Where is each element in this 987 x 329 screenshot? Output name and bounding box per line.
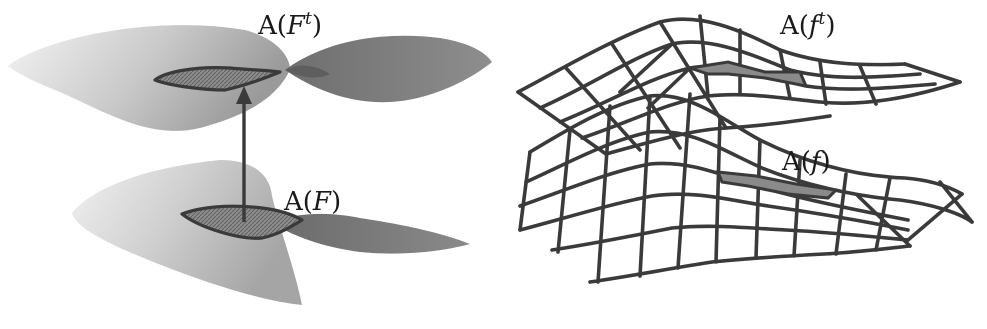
top-surface-dark-lobe bbox=[285, 35, 492, 103]
patch-A-f bbox=[715, 170, 840, 200]
label-A-F: A(F) bbox=[283, 187, 341, 217]
label-A-Ft: A(Ft) bbox=[257, 9, 322, 41]
label-A-f: A(f) bbox=[781, 147, 831, 177]
top-surface-dark-tail bbox=[285, 65, 330, 78]
label-A-ft: A(ft) bbox=[779, 9, 836, 41]
arrow-head-icon bbox=[236, 86, 252, 104]
mapping-arrow bbox=[236, 86, 252, 222]
right-panel: A(ft) A(f) bbox=[516, 9, 974, 284]
bottom-surface-dark-lobe bbox=[270, 213, 470, 254]
left-panel: A(Ft) A(F) bbox=[8, 9, 492, 305]
bottom-wireframe-mesh bbox=[518, 92, 974, 284]
top-smooth-surface bbox=[8, 25, 492, 131]
patch-A-Ft bbox=[153, 66, 282, 92]
top-surface-light-lobe bbox=[8, 25, 290, 131]
patch-A-ft bbox=[689, 60, 809, 89]
top-wireframe-mesh bbox=[516, 14, 962, 156]
patch-A-F bbox=[180, 204, 304, 240]
